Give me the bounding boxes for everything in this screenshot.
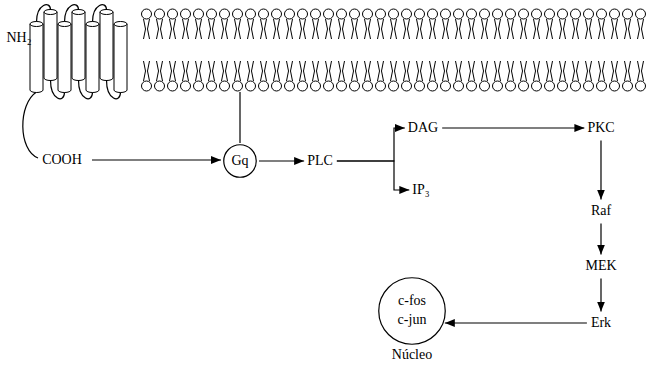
node-label: MEK: [585, 257, 616, 276]
signal-arrow: [337, 161, 409, 190]
pathway-step: MEK: [583, 256, 618, 277]
nucleus-circle: c-fosc-junNúcleo: [378, 277, 446, 345]
activation-arrow: [92, 159, 221, 160]
node-label: c-fos: [398, 292, 426, 311]
terminus-label: NH₂: [6, 30, 31, 47]
receptor-front-helices: [30, 22, 127, 93]
circle-outline: [224, 145, 257, 178]
signal-arrow: [337, 128, 405, 161]
pathway-step: PLC: [305, 151, 335, 172]
g-protein-circle: Gq: [223, 144, 257, 178]
signal-arrow: [445, 322, 587, 323]
signal-arrow: [442, 127, 584, 128]
receptor-back-helices: [44, 10, 113, 81]
signal-arrow: [259, 160, 304, 161]
node-label: Gq: [231, 152, 248, 171]
signal-arrow: [600, 140, 601, 199]
signal-arrow: [600, 223, 601, 254]
membrane-anchor-line: [239, 92, 240, 143]
node-label: PKC: [587, 119, 614, 138]
node-label: Núcleo: [392, 346, 432, 365]
receptor-loops: [23, 5, 121, 158]
pathway-step: IP₃: [410, 180, 431, 201]
pathway-step: PKC: [585, 118, 616, 139]
circle-outline: [379, 278, 446, 345]
node-label: c-jun: [398, 311, 427, 330]
signal-arrow: [600, 278, 601, 311]
node-label: DAG: [408, 119, 438, 138]
pathway-step: DAG: [406, 118, 440, 139]
node-label: Erk: [591, 314, 611, 333]
node-label: IP₃: [412, 181, 429, 200]
terminus-label: COOH: [42, 152, 82, 169]
node-label: Raf: [591, 202, 611, 221]
node-label: PLC: [307, 152, 333, 171]
lipid-bilayer: [140, 5, 648, 95]
pathway-step: Raf: [589, 201, 613, 222]
circle-outline: [378, 277, 446, 345]
pathway-step: Erk: [589, 313, 613, 334]
